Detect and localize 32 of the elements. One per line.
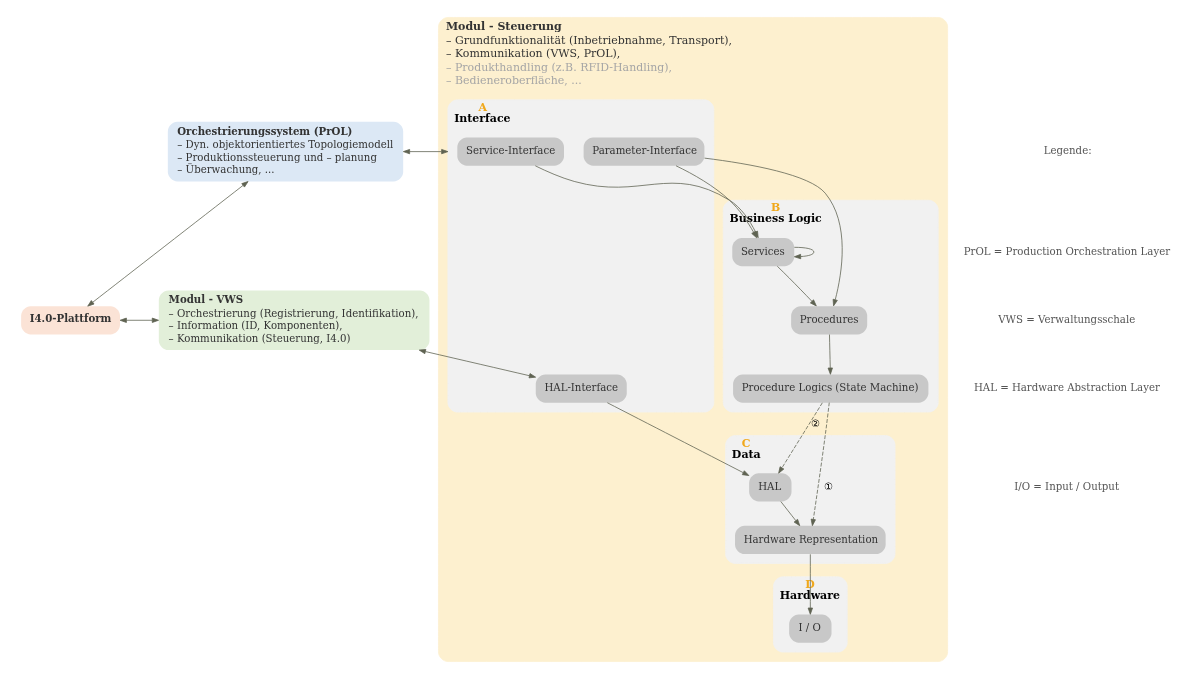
arrow <box>807 553 813 615</box>
edge-label: ② <box>810 417 820 429</box>
node-box: Service-Interface <box>456 137 564 166</box>
node-box: I / O <box>788 614 831 643</box>
arrow <box>86 181 248 307</box>
label: I/O = Input / Output <box>1013 481 1119 493</box>
arrow <box>402 149 448 155</box>
arrow <box>810 402 830 527</box>
node-box: Procedure Logics (State Machine) <box>732 374 928 403</box>
label: Legende: <box>1043 145 1092 157</box>
arrow <box>606 402 749 476</box>
node-box: HAL-Interface <box>535 374 627 403</box>
node-box: I4.0-Plattform <box>20 306 120 335</box>
arrow <box>793 246 814 260</box>
node-box: Parameter-Interface <box>583 137 704 166</box>
node-box: HAL <box>748 473 791 502</box>
label: HAL = Hardware Abstraction Layer <box>973 382 1160 394</box>
arrow <box>827 334 833 375</box>
arrow <box>777 402 823 474</box>
node-box: Hardware Representation <box>734 525 886 555</box>
label: PrOL = Production Orchestration Layer <box>963 245 1170 257</box>
arrow <box>703 157 843 307</box>
arrow <box>119 317 159 323</box>
label: VWS = Verwaltungsschale <box>997 313 1135 325</box>
node-box: Procedures <box>790 306 867 335</box>
node-box: Orchestrierungssystem (PrOL) – Dyn. objektorientiertes Topologiemodell – Produktionssteuerung und – planung – Überwachung, ... <box>167 121 403 182</box>
edge-label: ① <box>823 481 833 493</box>
arrow <box>779 501 800 527</box>
node-box: Services <box>731 237 794 267</box>
node-box: Modul - VWS – Orchestrierung (Registrierung, Identifikation), – Information (ID, Komponenten), – Kommunikation (Steuerung, I4.0) <box>158 290 429 351</box>
arrow <box>418 349 536 379</box>
arrow <box>776 265 817 307</box>
